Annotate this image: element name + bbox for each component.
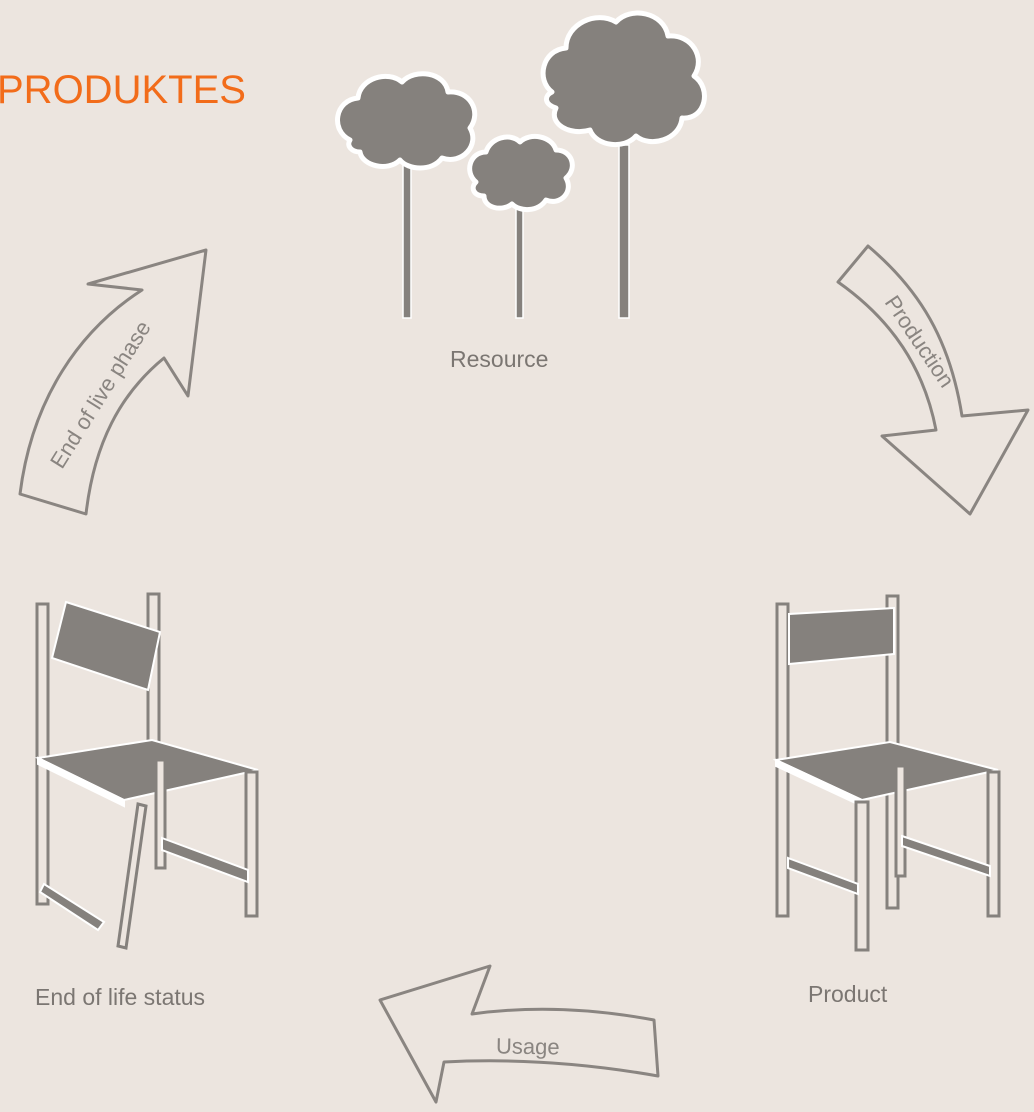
tree-left-icon: [335, 71, 478, 319]
product-label: Product: [808, 981, 888, 1007]
chair-icon: [772, 594, 1001, 952]
trees-icon: [335, 10, 707, 319]
resource-label: Resource: [450, 346, 549, 372]
usage-arrow-icon: Usage: [378, 964, 660, 1104]
production-arrow-icon: Production: [836, 244, 1030, 516]
broken-chair-icon: [34, 592, 259, 950]
tree-middle-icon: [467, 133, 575, 319]
usage-arrow-label: Usage: [496, 1033, 560, 1059]
tree-right-icon: [540, 10, 707, 319]
end-of-life-phase-arrow-icon: End of live phase: [18, 248, 208, 516]
end-of-life-status-label: End of life status: [35, 984, 206, 1010]
page-title: PRODUKTES: [0, 68, 246, 112]
